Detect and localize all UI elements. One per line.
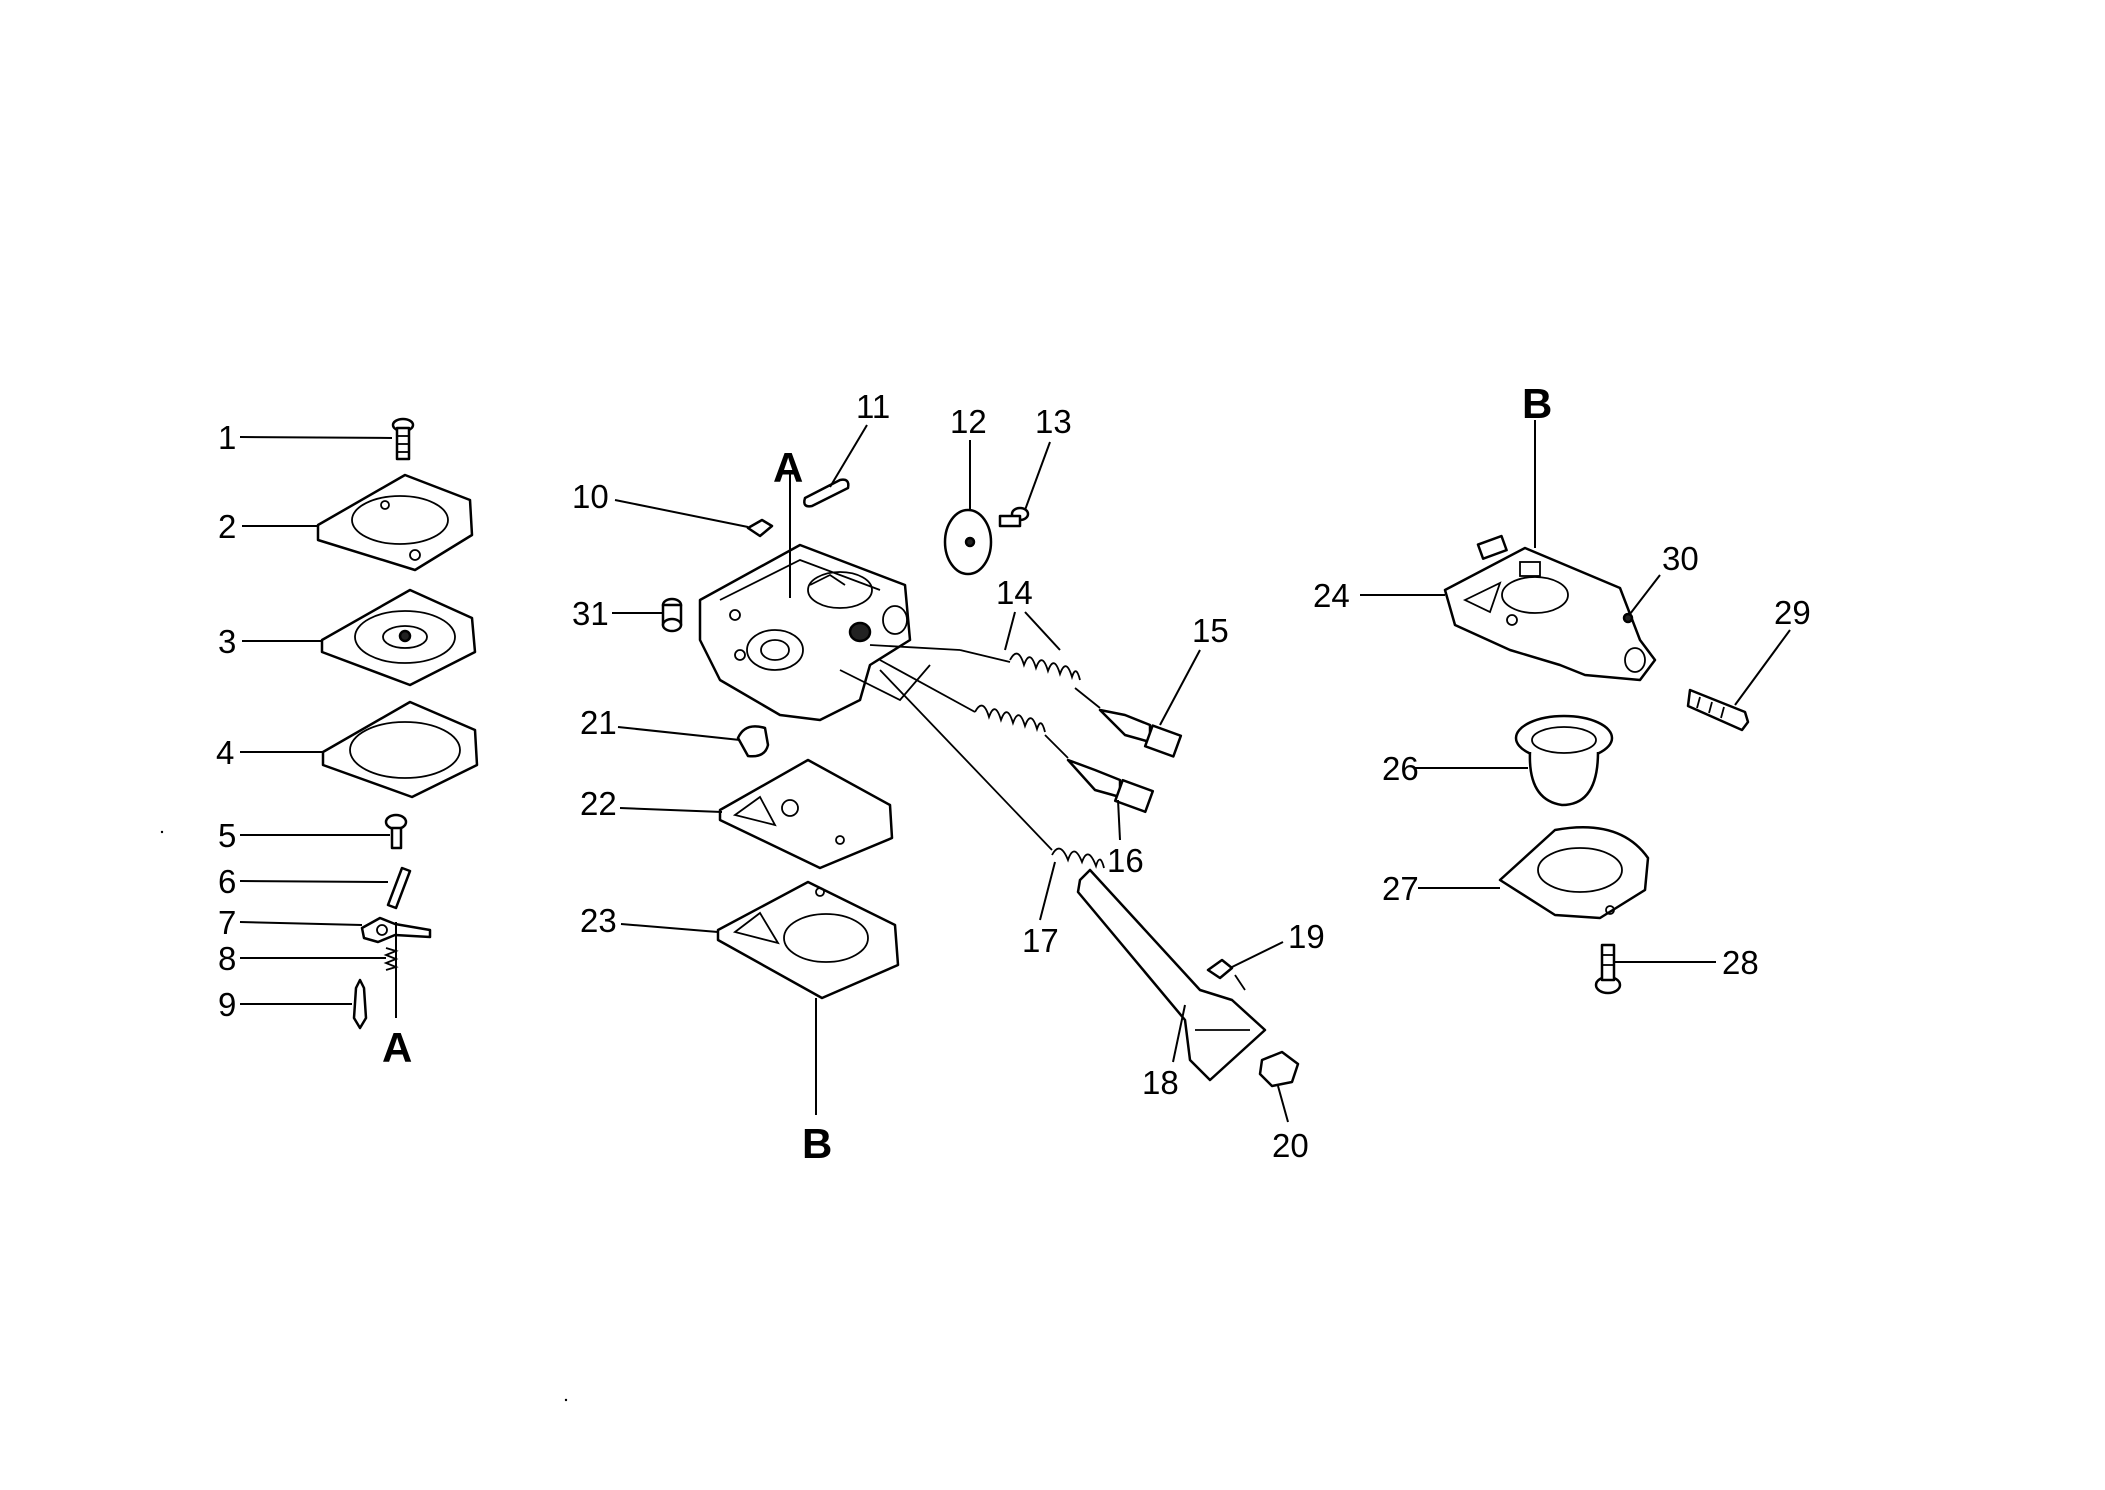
part-4-gasket <box>321 700 479 799</box>
part-24-fuel-pump-body <box>1443 534 1657 682</box>
callout-29: 29 <box>1774 594 1811 631</box>
part-13-screw <box>998 506 1030 528</box>
callout-18: 18 <box>1142 1064 1179 1101</box>
part-11-pin <box>803 478 850 508</box>
callout-13: 13 <box>1035 403 1072 440</box>
callout-1: 1 <box>218 419 236 456</box>
callout-20: 20 <box>1272 1127 1309 1164</box>
callout-17: 17 <box>1022 922 1059 959</box>
part-8-spring <box>383 947 399 971</box>
part-3-diaphragm <box>320 588 477 687</box>
part-6-pin <box>386 866 412 910</box>
carburetor-body <box>698 543 931 722</box>
part-22-gasket <box>718 758 894 870</box>
part-26-primer-bulb <box>1514 714 1614 807</box>
callout-24: 24 <box>1313 577 1350 614</box>
stray-dot <box>160 830 164 834</box>
callout-12: 12 <box>950 403 987 440</box>
callout-4: 4 <box>216 734 234 771</box>
refmark-a-carburetor: A <box>773 444 803 491</box>
callout-2: 2 <box>218 508 236 545</box>
callout-27: 27 <box>1382 870 1419 907</box>
callout-7: 7 <box>218 904 236 941</box>
part-28-screw <box>1594 943 1622 995</box>
part-12-throttle-disc <box>943 508 993 576</box>
part-2-pump-cover <box>316 473 474 572</box>
callout-11: 11 <box>856 388 890 425</box>
callout-15: 15 <box>1192 612 1229 649</box>
callout-19: 19 <box>1288 918 1325 955</box>
callout-22: 22 <box>580 785 617 822</box>
part-5-screw <box>384 813 408 850</box>
callout-30: 30 <box>1662 540 1699 577</box>
callout-16: 16 <box>1107 842 1144 879</box>
part-30-small-ball <box>1622 612 1634 624</box>
callout-9: 9 <box>218 986 236 1023</box>
left-parts-column <box>316 417 479 1030</box>
leader-lines <box>239 420 1791 1123</box>
part-18-throttle-shaft <box>1076 868 1267 1082</box>
part-20-nut <box>1258 1050 1300 1088</box>
refmark-b-pump-body: B <box>1522 380 1552 427</box>
part-31-cap <box>661 597 683 633</box>
part-23-plate <box>716 880 900 1000</box>
part-16-mixture-needle <box>1066 758 1155 814</box>
part-15-mixture-needle <box>1098 708 1183 758</box>
part-27-bulb-retainer <box>1498 826 1650 920</box>
callout-21: 21 <box>580 704 617 741</box>
refmark-b-plate: B <box>802 1120 832 1167</box>
callout-5: 5 <box>218 817 236 854</box>
part-21-plug <box>736 725 770 758</box>
callout-28: 28 <box>1722 944 1759 981</box>
part-19-clip <box>1206 958 1234 980</box>
part-29-screw <box>1686 688 1750 732</box>
callout-23: 23 <box>580 902 617 939</box>
reference-marks: A A B B <box>382 380 1552 1167</box>
refmark-a-left-stack: A <box>382 1024 412 1071</box>
callout-31: 31 <box>572 595 609 632</box>
part-1-screw <box>391 417 415 461</box>
part-9-needle <box>352 978 368 1030</box>
part-10-clip <box>746 518 774 538</box>
part-17-spring <box>1051 847 1105 869</box>
part-14-springs <box>974 652 1081 733</box>
callout-26: 26 <box>1382 750 1419 787</box>
callout-6: 6 <box>218 863 236 900</box>
callout-10: 10 <box>572 478 609 515</box>
callout-8: 8 <box>218 940 236 977</box>
callout-labels: 1 2 3 4 5 6 7 8 9 10 11 12 13 14 15 16 1… <box>216 388 1811 1164</box>
callout-3: 3 <box>218 623 236 660</box>
stray-dot <box>564 1398 568 1402</box>
callout-14: 14 <box>996 574 1033 611</box>
